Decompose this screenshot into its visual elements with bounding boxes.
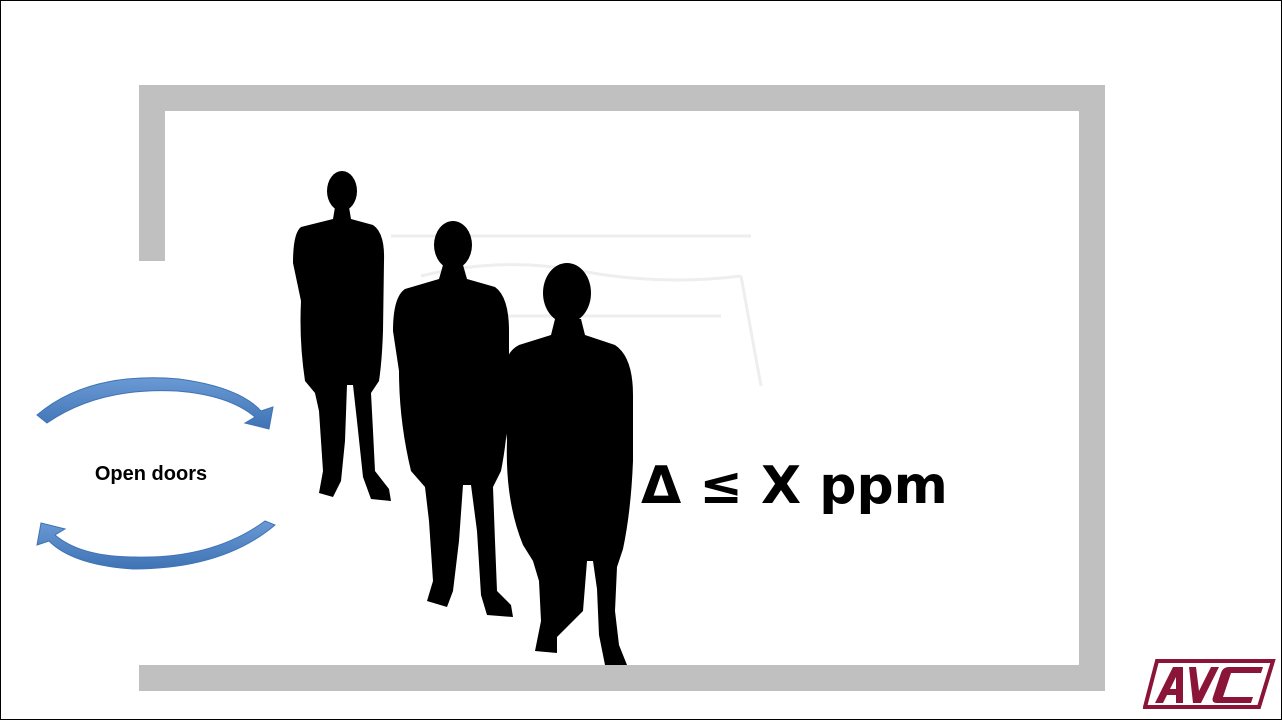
person-silhouette-icon (393, 221, 513, 617)
room-wall-right (1079, 85, 1105, 691)
cycle-arrows-icon (36, 377, 276, 570)
tolerance-formula: Δ ≤ X ppm (641, 456, 948, 516)
room-wall-left (139, 85, 165, 261)
avc-logo-icon (1143, 659, 1276, 709)
room-wall-top (139, 85, 1105, 111)
person-silhouette-icon (293, 171, 391, 501)
person-silhouette-icon (503, 263, 633, 665)
cycle-label: Open doors (94, 463, 208, 485)
room-wall-bottom (139, 665, 1105, 691)
